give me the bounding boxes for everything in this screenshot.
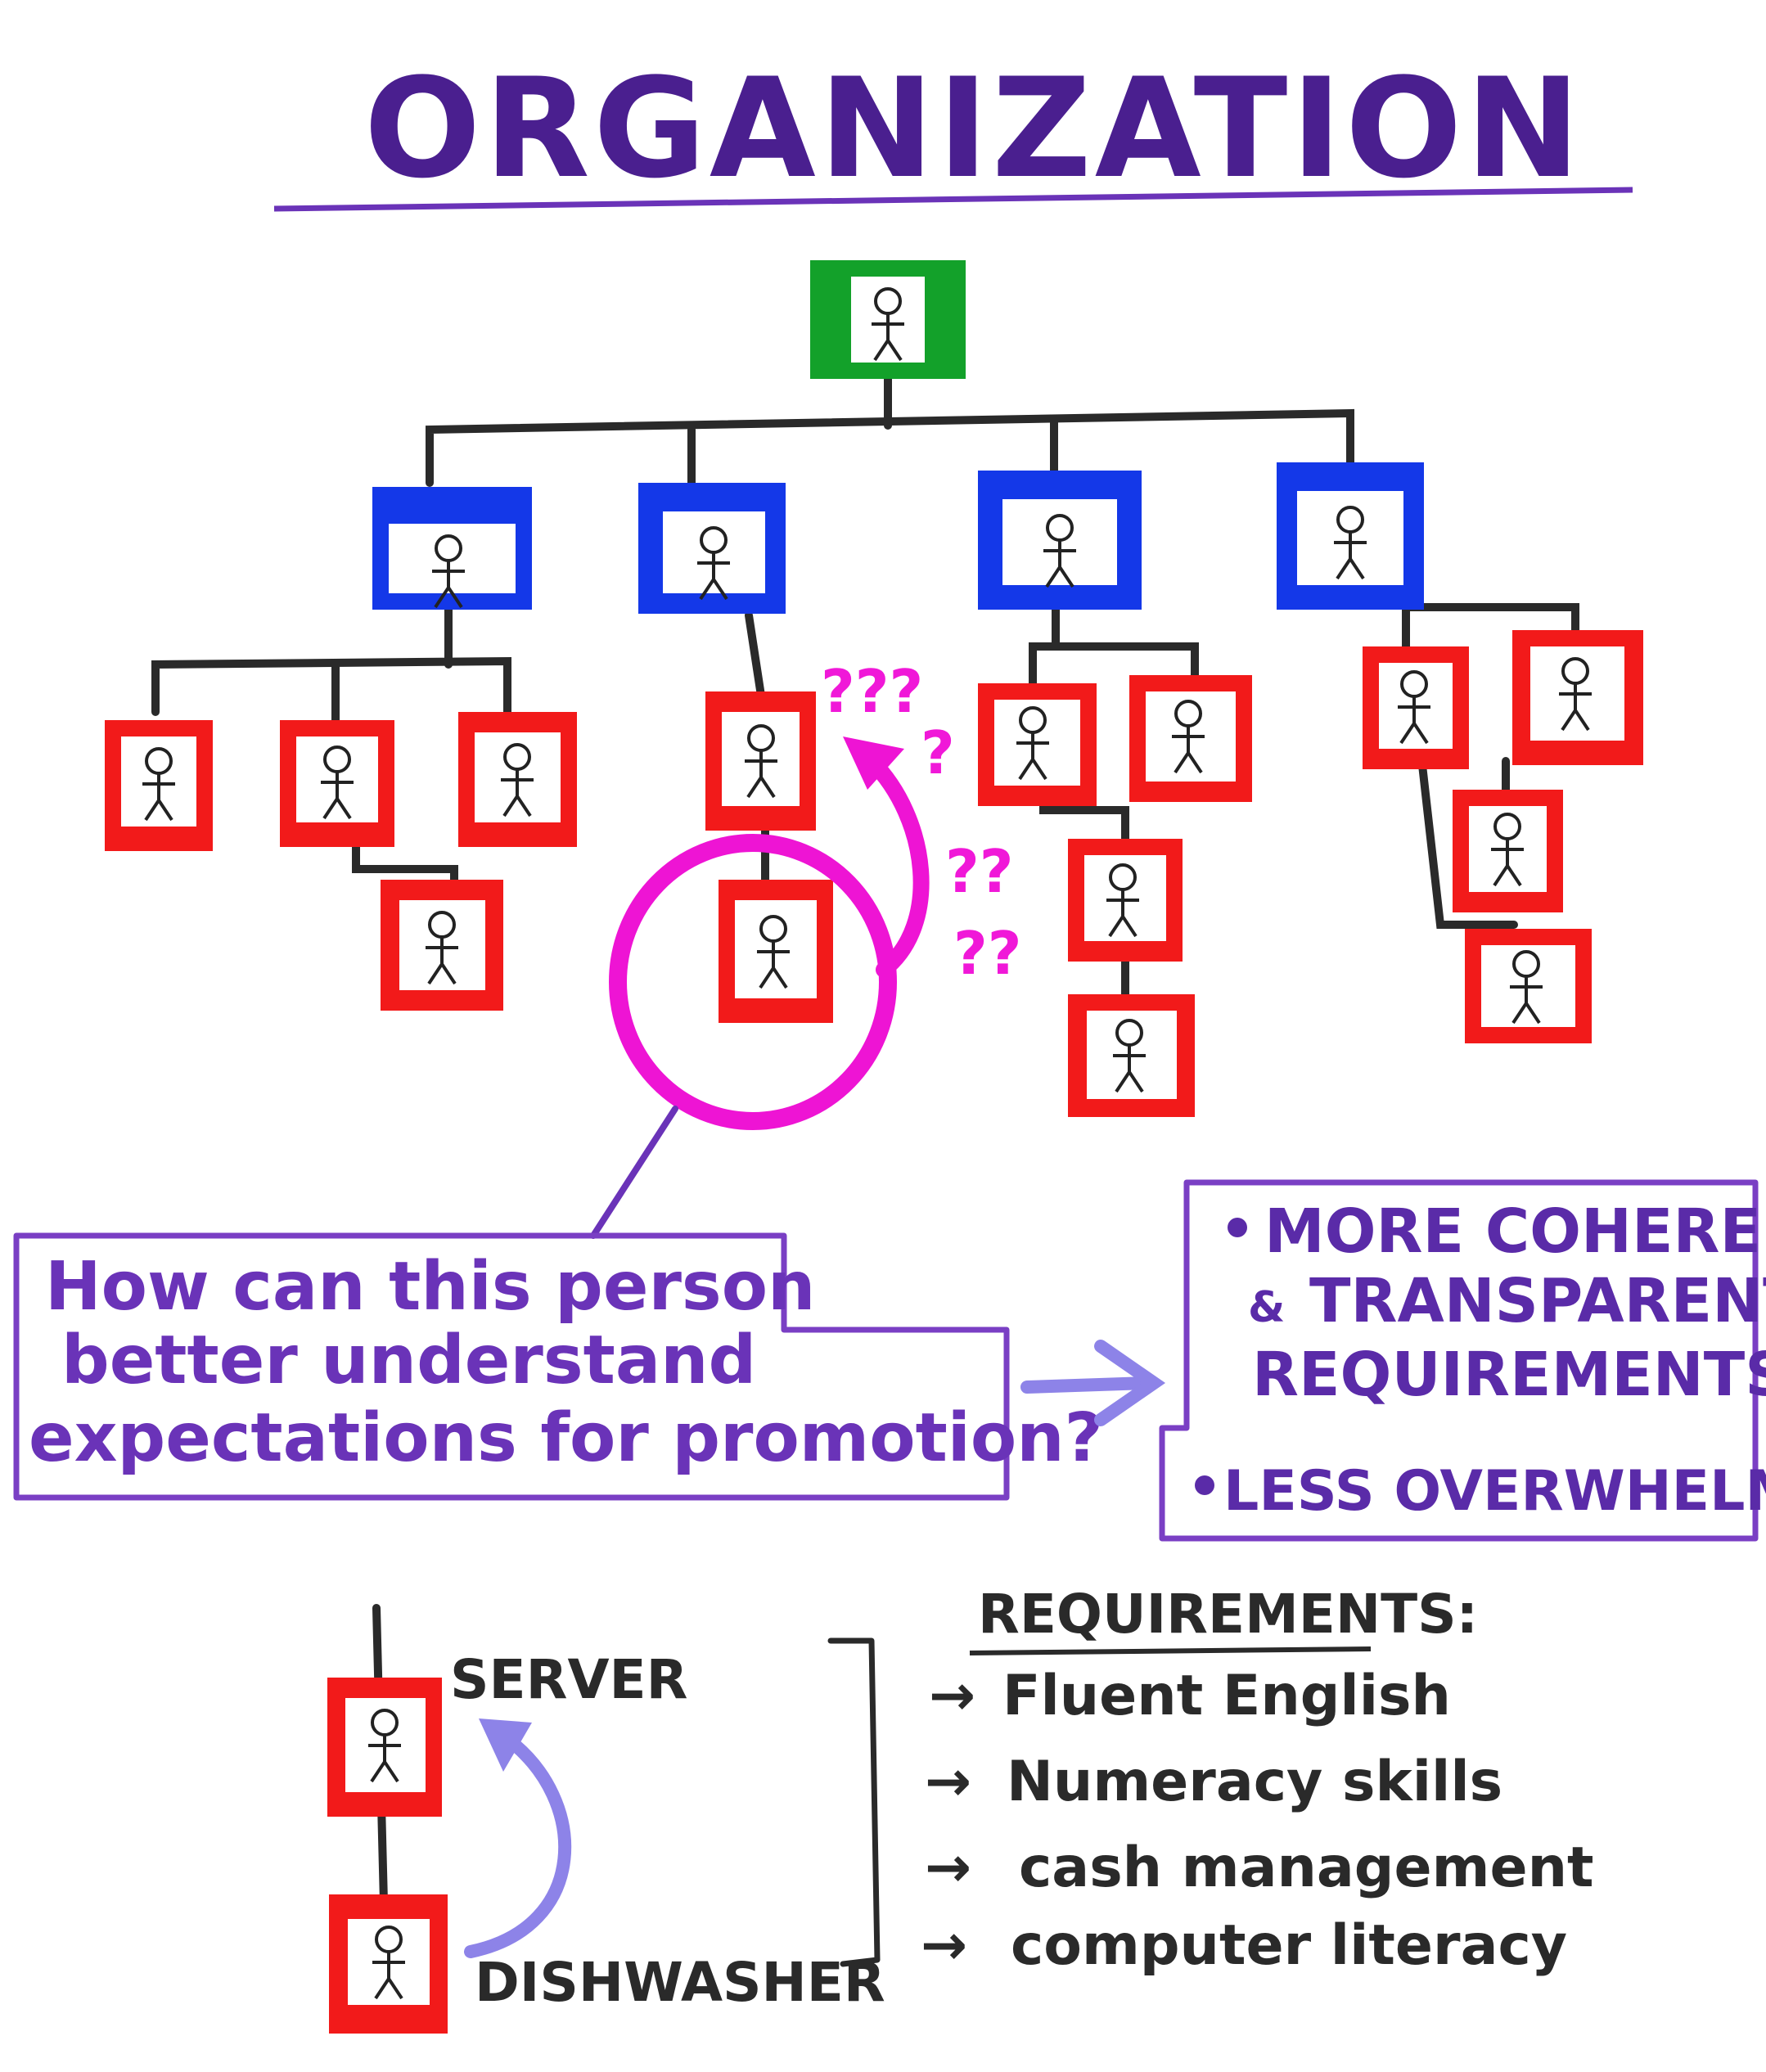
dishwasher-box xyxy=(329,1894,448,2034)
staff-box xyxy=(705,691,816,831)
arrow-right-icon xyxy=(1020,1340,1166,1426)
arrow-right-icon: → xyxy=(925,1750,971,1814)
curved-arrow-head xyxy=(479,1718,532,1772)
answer-bullet-2: LESS OVERWHELMING xyxy=(1223,1459,1766,1524)
org-connectors xyxy=(151,372,1579,1002)
page-title: ORGANIZATION xyxy=(364,48,1584,209)
requirement-item: cash management xyxy=(1019,1836,1593,1900)
arrow-right-icon: → xyxy=(921,1913,967,1978)
question-box xyxy=(13,1232,1010,1501)
manager-box-4 xyxy=(1277,462,1424,610)
staff-box xyxy=(1129,675,1252,802)
requirement-item: computer literacy xyxy=(1011,1913,1567,1978)
requirements-heading: REQUIREMENTS: xyxy=(978,1583,1478,1646)
manager-box-2 xyxy=(638,483,786,614)
staff-box xyxy=(280,720,394,847)
highlight-circle xyxy=(609,834,897,1130)
confusion-marks-top: ??? xyxy=(821,657,923,726)
staff-box xyxy=(381,880,503,1011)
requirement-item: Numeracy skills xyxy=(1007,1750,1502,1814)
callout-pointer xyxy=(590,1106,678,1239)
executive-box xyxy=(810,260,966,379)
answer-bullet-1-line-1: MORE COHERENT xyxy=(1264,1196,1766,1267)
bullet-dot xyxy=(1228,1218,1247,1237)
requirements-underline xyxy=(969,1646,1372,1655)
confusion-marks-side3: ?? xyxy=(953,919,1022,988)
question-line-3: expectations for promotion? xyxy=(29,1399,1103,1477)
staff-box xyxy=(1453,790,1563,912)
question-line-1: How can this person xyxy=(45,1248,815,1326)
staff-box xyxy=(1068,839,1183,962)
staff-box xyxy=(105,720,213,851)
answer-bullets: MORE COHERENT & TRANSPARENT REQUIREMENTS… xyxy=(1195,1196,1766,1524)
staff-box xyxy=(978,683,1097,806)
staff-box xyxy=(1068,994,1195,1117)
question-text: How can this person better understand ex… xyxy=(29,1248,1103,1477)
answer-bullet-1-amp: & xyxy=(1248,1283,1285,1332)
requirements-list: REQUIREMENTS: → Fluent English → Numerac… xyxy=(921,1583,1593,1978)
title-underline xyxy=(273,187,1633,212)
curved-arrow-icon xyxy=(863,753,930,978)
manager-box-3 xyxy=(978,471,1142,610)
career-ladder: SERVER DISHWASHER xyxy=(327,1604,885,2034)
staff-box xyxy=(458,712,577,847)
staff-boxes xyxy=(105,630,1643,1117)
server-label: SERVER xyxy=(450,1648,687,1711)
confusion-marks-side1: ? xyxy=(921,718,955,787)
server-box xyxy=(327,1678,442,1817)
staff-box xyxy=(1465,929,1592,1043)
staff-box xyxy=(1363,646,1469,769)
arrow-right-icon: → xyxy=(925,1836,971,1900)
staff-box xyxy=(1512,630,1643,765)
bullet-dot xyxy=(1195,1475,1214,1495)
dishwasher-label: DISHWASHER xyxy=(475,1951,885,2014)
arrow-right-icon: → xyxy=(929,1664,975,1728)
curved-arrow-head xyxy=(843,736,904,790)
requirements-bracket xyxy=(827,1637,881,1967)
manager-box-1 xyxy=(372,487,532,610)
answer-bullet-1-line-2: TRANSPARENT xyxy=(1309,1266,1766,1336)
question-line-2: better understand xyxy=(61,1322,756,1399)
requirement-item: Fluent English xyxy=(1002,1664,1451,1728)
answer-bullet-1-line-3: REQUIREMENTS xyxy=(1252,1340,1766,1410)
confusion-marks-side2: ?? xyxy=(945,837,1014,906)
curved-arrow-icon xyxy=(464,1732,571,1958)
answer-box xyxy=(1159,1179,1759,1542)
staff-box xyxy=(719,880,833,1023)
